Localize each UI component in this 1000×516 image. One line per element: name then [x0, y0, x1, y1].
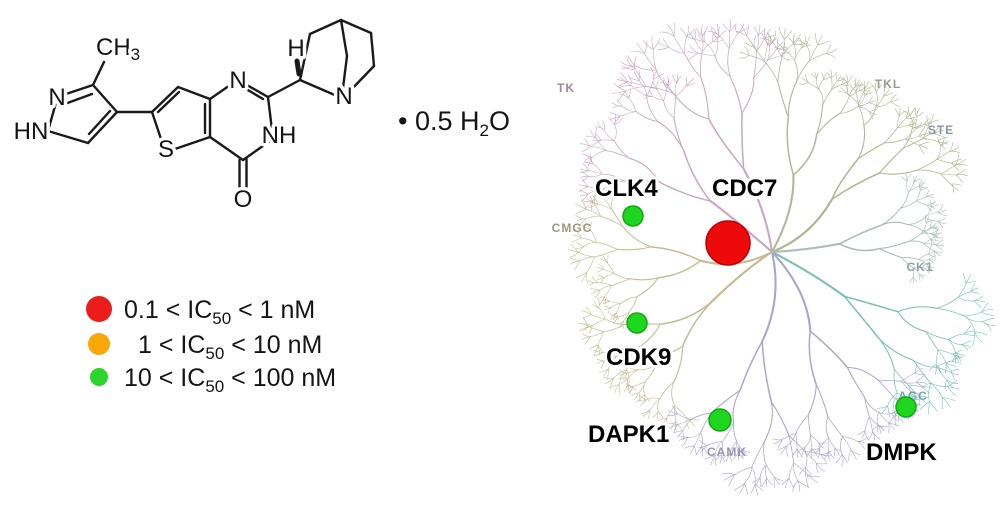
thiophene-bonds [150, 85, 212, 152]
atom-pyrimidine-n: N [229, 67, 246, 94]
kinome-group-labels: TK TKL STE CMGC CK1 AGC CAMK [552, 77, 954, 459]
atom-pyrazole-n: N [48, 84, 65, 111]
marker-clk4 [622, 205, 644, 227]
kinase-label-cdk9: CDK9 [606, 344, 671, 371]
hydrate-label: • 0.5 H2O [398, 106, 510, 140]
group-label-camk: CAMK [707, 445, 747, 459]
chemical-structure: N HN CH3 S N NH O H N • 0.5 H2O [10, 18, 510, 217]
kinome-tree-branches [568, 19, 996, 496]
group-label-tkl: TKL [875, 77, 901, 91]
atom-methyl: CH3 [96, 34, 140, 64]
group-label-ck1: CK1 [906, 260, 933, 274]
kinase-label-clk4: CLK4 [595, 175, 658, 202]
group-label-ste: STE [928, 123, 954, 137]
quinuclidine-bonds [266, 18, 376, 99]
pyrazole-bonds [46, 60, 154, 145]
kinase-label-dapk1: DAPK1 [588, 421, 669, 448]
kinase-label-dmpk: DMPK [866, 439, 937, 466]
ic50-legend: 0.1 < IC50 < 1 nM 1 < IC50 < 10 nM 10 < … [86, 296, 336, 396]
kinome-markers [622, 205, 917, 432]
pyrimidinone-bonds [208, 79, 274, 192]
kinome-kinase-labels: CLK4 CDC7 CDK9 DAPK1 DMPK [585, 172, 940, 469]
legend-dot-green [90, 368, 108, 386]
legend-item-2: 1 < IC50 < 10 nM [138, 331, 322, 363]
group-label-tk: TK [557, 81, 575, 95]
marker-dmpk [895, 396, 917, 418]
atom-quinuclidine-n: N [335, 83, 352, 110]
atom-thiophene-s: S [158, 136, 174, 163]
marker-cdc7 [705, 220, 751, 266]
legend-dot-orange [88, 333, 110, 355]
marker-cdk9 [626, 312, 648, 334]
legend-item-1: 0.1 < IC50 < 1 nM [124, 296, 315, 328]
atom-carbonyl-o: O [234, 186, 253, 213]
kinase-label-cdc7: CDC7 [712, 175, 777, 202]
legend-dot-red [86, 296, 112, 322]
atom-pyrimidine-nh: NH [262, 122, 297, 149]
legend-item-3: 10 < IC50 < 100 nM [124, 364, 336, 396]
atom-stereo-h: H [287, 35, 304, 62]
marker-dapk1 [708, 408, 732, 432]
group-label-cmgc: CMGC [552, 221, 593, 235]
atom-pyrazole-hn: HN [14, 118, 49, 145]
